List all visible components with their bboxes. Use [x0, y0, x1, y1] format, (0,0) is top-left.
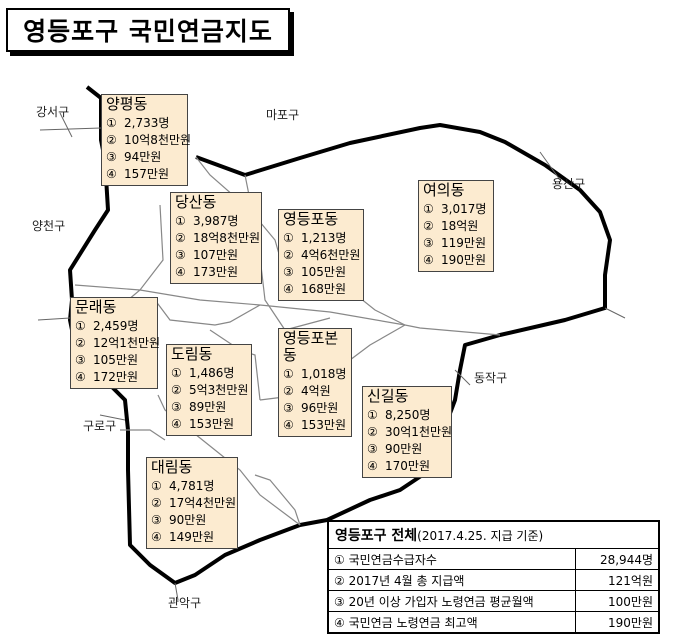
- summary-date: (2017.4.25. 지급 기준): [417, 529, 544, 543]
- total-payment: 18억원: [441, 219, 479, 233]
- total-payment: 18억8천만원: [193, 231, 261, 245]
- map-title: 영등포구 국민연금지도: [6, 8, 290, 52]
- total-payment: 4억원: [301, 384, 331, 398]
- total-payment: 17억4천만원: [169, 496, 237, 510]
- row-label: ② 2017년 4월 총 지급액: [329, 569, 576, 591]
- max-pension: 172만원: [93, 370, 138, 384]
- summary-table: 영등포구 전체(2017.4.25. 지급 기준) ① 국민연금수급자수 28,…: [327, 520, 660, 634]
- row-label: ③ 20년 이상 가입자 노령연금 평균월액: [329, 590, 576, 612]
- table-row: ② 2017년 4월 총 지급액 121억원: [329, 569, 658, 591]
- district-gangseo: 강서구: [36, 105, 70, 119]
- max-pension: 168만원: [301, 282, 346, 296]
- table-row: ③ 20년 이상 가입자 노령연금 평균월액 100만원: [329, 590, 658, 612]
- dong-name: 문래동: [75, 298, 117, 316]
- district-dongjak: 동작구: [474, 371, 508, 385]
- pensioner-count: 2,733명: [124, 116, 170, 130]
- max-pension: 157만원: [124, 167, 169, 181]
- average-monthly: 96만원: [301, 401, 339, 415]
- pensioner-count: 1,486명: [189, 366, 235, 380]
- summary-header: 영등포구 전체(2017.4.25. 지급 기준): [329, 522, 658, 549]
- pensioner-count: 3,017명: [441, 202, 487, 216]
- table-row: ① 국민연금수급자수 28,944명: [329, 549, 658, 570]
- pensioner-count: 4,781명: [169, 479, 215, 493]
- dong-name: 도림동: [171, 345, 213, 363]
- dong-name: 영등포본동: [283, 329, 339, 364]
- table-row: ④ 국민연금 노령연금 최고액 190만원: [329, 611, 658, 632]
- dong-name: 영등포동: [283, 210, 339, 228]
- max-pension: 153만원: [189, 417, 234, 431]
- total-payment: 10억8천만원: [124, 133, 192, 147]
- row-value: 28,944명: [575, 549, 658, 570]
- district-gwanak: 관악구: [168, 596, 202, 610]
- average-monthly: 94만원: [124, 150, 162, 164]
- average-monthly: 90만원: [169, 513, 207, 527]
- dong-name: 당산동: [175, 193, 217, 211]
- row-value: 121억원: [575, 569, 658, 591]
- average-monthly: 89만원: [189, 400, 227, 414]
- row-label: ④ 국민연금 노령연금 최고액: [329, 611, 576, 632]
- dong-name: 양평동: [106, 95, 148, 113]
- max-pension: 170만원: [385, 459, 430, 473]
- total-payment: 5억3천만원: [189, 383, 249, 397]
- pensioner-count: 3,987명: [193, 214, 239, 228]
- average-monthly: 105만원: [301, 265, 346, 279]
- average-monthly: 107만원: [193, 248, 238, 262]
- total-payment: 12억1천만원: [93, 336, 161, 350]
- max-pension: 173만원: [193, 265, 238, 279]
- dong-name: 대림동: [151, 458, 193, 476]
- total-payment: 4억6천만원: [301, 248, 361, 262]
- max-pension: 190만원: [441, 253, 486, 267]
- dong-name: 여의동: [423, 181, 465, 199]
- pensioner-count: 2,459명: [93, 319, 139, 333]
- average-monthly: 119만원: [441, 236, 486, 250]
- pensioner-count: 8,250명: [385, 408, 431, 422]
- dong-name: 신길동: [367, 387, 409, 405]
- pensioner-count: 1,213명: [301, 231, 347, 245]
- max-pension: 153만원: [301, 418, 346, 432]
- average-monthly: 105만원: [93, 353, 138, 367]
- district-yangcheon: 양천구: [32, 219, 66, 233]
- district-mapo: 마포구: [266, 108, 300, 122]
- district-yongsan: 용산구: [552, 177, 586, 191]
- total-payment: 30억1천만원: [385, 425, 453, 439]
- pensioner-count: 1,018명: [301, 367, 347, 381]
- average-monthly: 90만원: [385, 442, 423, 456]
- max-pension: 149만원: [169, 530, 214, 544]
- row-label: ① 국민연금수급자수: [334, 552, 437, 567]
- row-value: 190만원: [575, 611, 658, 632]
- summary-title: 영등포구 전체: [335, 528, 418, 544]
- row-value: 100만원: [575, 590, 658, 612]
- district-guro: 구로구: [83, 419, 117, 433]
